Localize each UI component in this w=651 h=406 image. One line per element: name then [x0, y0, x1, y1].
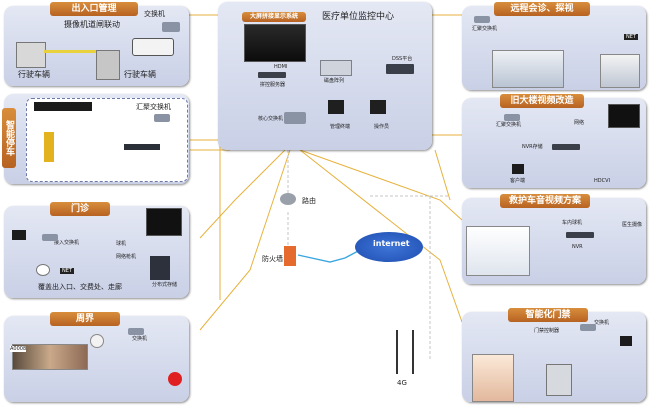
remote-panel: 远程会诊、探视 汇聚交换机 NET — [462, 2, 646, 90]
access-switch-label: 交换机 — [594, 320, 610, 326]
storage-label: 分布式存储 — [152, 282, 178, 288]
access-face-photo — [472, 354, 514, 402]
remote-switch-icon — [474, 16, 490, 23]
ball-camera-label: 球机 — [116, 241, 127, 247]
access-panel: 智能化门禁 交换机 门禁控制器 — [462, 308, 646, 402]
storage-array — [320, 60, 352, 76]
internet-cloud — [355, 232, 423, 262]
ambulance-medical-label: 医生摄像 — [622, 222, 643, 228]
aggregation-switch-label: 汇聚交换机 — [136, 103, 171, 111]
patient-photo — [600, 54, 640, 88]
wall-title: 大屏拼接显示系统 — [242, 12, 306, 22]
parking-panel: 智能停车 汇聚交换机 — [2, 94, 189, 184]
vehicle-left-label: 行驶车辆 — [18, 70, 50, 79]
firewall-icon — [284, 246, 296, 266]
center-panel: 大屏拼接显示系统 医疗单位监控中心 HDMI 拼控服务器 磁盘阵列 DSS平台 … — [218, 2, 432, 150]
operator-label: 操作员 — [374, 124, 390, 130]
dss-server — [386, 64, 414, 74]
outpatient-monitor — [12, 230, 26, 240]
old-network-label: 网络 — [574, 120, 585, 126]
old-nvr-box — [552, 144, 580, 150]
ambulance-panel: 救护车音视频方案 车内球机 NVR 医生摄像 — [462, 194, 646, 284]
barrier-gate-right — [96, 50, 120, 80]
barrier-gate-left — [16, 42, 46, 68]
ambulance-title: 救护车音视频方案 — [500, 194, 590, 208]
access-controller-label: 门禁控制器 — [534, 328, 560, 334]
alarm-light — [168, 372, 182, 386]
entrance-camera-icon — [132, 38, 174, 56]
perimeter-panel: 周界 交换机 A0008 — [4, 312, 189, 402]
entrance-panel: 出入口管理 交换机 摄像机道闸联动 行驶车辆 行驶车辆 — [4, 2, 189, 86]
barcode-label: A0008 — [10, 346, 27, 352]
parking-title: 智能停车 — [2, 108, 16, 168]
old-building-title: 旧大楼视频改造 — [500, 94, 584, 108]
access-switch-label: 接入交换机 — [54, 240, 80, 246]
perimeter-switch-icon — [128, 328, 144, 335]
parking-server — [124, 144, 160, 150]
old-building-panel: 旧大楼视频改造 汇聚交换机 网络 NVR存储 客户端 HDCVI — [462, 94, 646, 188]
outpatient-title: 门诊 — [50, 202, 110, 216]
network-gun-label: 网络枪机 — [116, 254, 137, 260]
router-icon — [280, 193, 296, 205]
old-switch-label: 汇聚交换机 — [496, 122, 522, 128]
barrier-arm — [44, 50, 114, 53]
old-client-monitor — [512, 164, 524, 174]
remote-net-badge: NET — [624, 34, 638, 40]
internet-label: internet — [373, 239, 410, 248]
perimeter-dome-camera — [90, 334, 104, 348]
storage-rack — [150, 256, 170, 280]
operator-terminal — [370, 100, 386, 114]
tower-icon — [396, 330, 414, 374]
video-wall — [244, 24, 306, 62]
old-hdcvi-label: HDCVI — [594, 178, 610, 184]
access-switch-icon — [580, 324, 596, 331]
decoder-box — [258, 72, 286, 78]
turnstile-icon — [546, 364, 572, 396]
firewall-label: 防火墙 — [262, 255, 283, 263]
old-switch-icon — [504, 114, 520, 121]
meeting-room-photo — [492, 50, 564, 88]
tower-label: 4G — [397, 379, 407, 387]
ambulance-nvr-label: NVR — [572, 244, 583, 250]
access-title: 智能化门禁 — [508, 308, 588, 322]
ambulance-nvr-box — [566, 232, 594, 238]
entrance-switch-label: 交换机 — [144, 10, 165, 18]
hdmi-label: HDMI — [274, 64, 288, 70]
parking-guidance-screen — [34, 102, 92, 111]
center-title: 医疗单位监控中心 — [322, 12, 395, 22]
entrance-title: 出入口管理 — [50, 2, 138, 16]
ambulance-dome-label: 车内球机 — [562, 220, 583, 226]
mgmt-label: 管理终端 — [330, 124, 351, 130]
remote-switch-label: 汇聚交换机 — [472, 26, 498, 32]
entrance-camera-label: 摄像机道闸联动 — [64, 20, 120, 29]
old-wall-monitor — [608, 104, 640, 128]
net-badge: NET — [60, 268, 74, 274]
outpatient-switch-icon — [42, 234, 58, 241]
vehicle-right-label: 行驶车辆 — [124, 70, 156, 79]
parking-kiosk — [44, 132, 54, 162]
old-client-label: 客户端 — [510, 178, 526, 184]
old-nvr-label: NVR存储 — [522, 144, 543, 150]
ambulance-photo — [466, 226, 530, 276]
router-label: 路由 — [302, 197, 316, 205]
dome-camera-icon — [36, 264, 50, 276]
parking-switch-icon — [154, 114, 170, 122]
perimeter-switch-label: 交换机 — [132, 336, 148, 342]
outpatient-video-wall — [146, 208, 182, 236]
dss-label: DSS平台 — [392, 56, 413, 62]
access-terminal — [620, 336, 632, 346]
perimeter-title: 周界 — [50, 312, 120, 326]
outpatient-footer: 覆盖出入口、交费处、走廊 — [38, 283, 122, 291]
outpatient-panel: 门诊 接入交换机 球机 网络枪机 分布式存储 NET 覆盖出入口、交费处、走廊 — [4, 202, 189, 298]
decoder-label: 拼控服务器 — [260, 82, 286, 88]
core-switch-icon — [284, 112, 306, 124]
center-storage-label: 磁盘阵列 — [324, 78, 345, 84]
mgmt-terminal — [328, 100, 344, 114]
remote-title: 远程会诊、探视 — [494, 2, 590, 16]
entrance-switch-icon — [162, 22, 180, 32]
core-switch-label: 核心交换机 — [258, 116, 284, 122]
